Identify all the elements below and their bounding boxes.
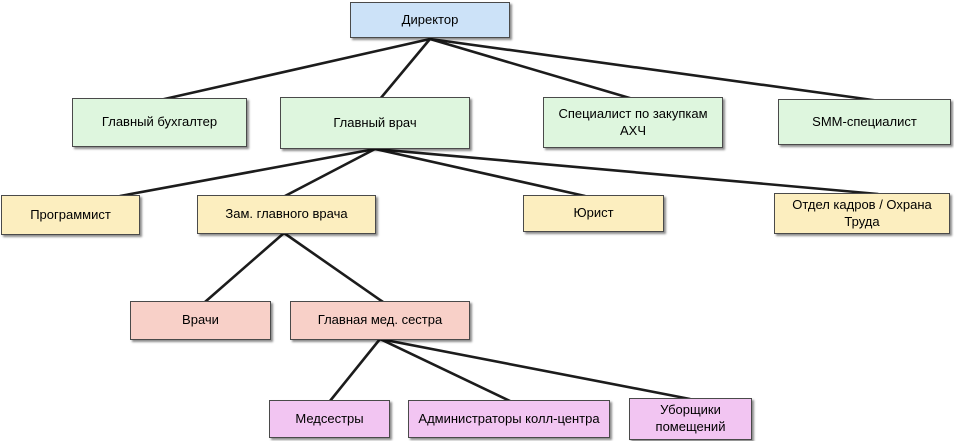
node-head-nurse-label: Главная мед. сестра — [317, 312, 443, 328]
edge-chief-physician-to-deputy — [283, 147, 377, 198]
edge-director-to-chief-physician — [378, 37, 432, 101]
node-smm-specialist-label: SMM-специалист — [812, 113, 917, 129]
edge-director-to-smm-specialist — [428, 37, 882, 103]
edge-head-nurse-to-call-center-administrators — [378, 337, 512, 403]
node-nurses-label: Медсестры — [295, 410, 364, 426]
edge-director-to-chief-accountant — [158, 37, 432, 102]
edge-deputy-to-doctors — [203, 231, 286, 304]
node-programmer-label: Программист — [30, 206, 111, 222]
edge-chief-physician-to-hr-department — [373, 147, 880, 196]
node-deputy-chief-physician: Зам. главного врача — [197, 195, 376, 234]
node-hr-department-label: Отдел кадров / Охрана Труда — [792, 196, 932, 229]
node-head-nurse: Главная мед. сестра — [290, 301, 470, 340]
node-chief-physician-label: Главный врач — [333, 114, 417, 130]
node-lawyer: Юрист — [523, 195, 664, 232]
node-lawyer-label: Юрист — [573, 205, 614, 221]
edge-deputy-to-head-nurse — [282, 231, 385, 304]
edge-director-to-procurement-specialist — [428, 37, 635, 101]
node-procurement-specialist: Специалист по закупкам АХЧ — [543, 97, 723, 148]
node-programmer: Программист — [1, 195, 140, 235]
node-chief-accountant-label: Главный бухгалтер — [101, 114, 218, 130]
node-call-center-administrators-label: Администраторы колл-центра — [418, 410, 600, 426]
node-cleaners: Уборщики помещений — [629, 398, 752, 440]
node-director-label: Директор — [401, 11, 459, 27]
node-nurses: Медсестры — [269, 400, 390, 438]
node-call-center-administrators: Администраторы колл-центра — [408, 400, 610, 438]
node-cleaners-label: Уборщики помещений — [655, 402, 726, 434]
node-procurement-specialist-label: Специалист по закупкам АХЧ — [558, 105, 708, 138]
node-doctors-label: Врачи — [182, 312, 219, 328]
edge-chief-physician-to-programmer — [118, 147, 377, 198]
node-hr-department: Отдел кадров / Охрана Труда — [774, 193, 950, 234]
node-deputy-chief-physician-label: Зам. главного врача — [225, 206, 348, 222]
node-doctors: Врачи — [130, 301, 271, 340]
node-chief-accountant: Главный бухгалтер — [72, 98, 247, 147]
edge-chief-physician-to-lawyer — [373, 147, 587, 198]
node-smm-specialist: SMM-специалист — [778, 99, 951, 145]
node-chief-physician: Главный врач — [280, 97, 470, 149]
edge-head-nurse-to-cleaners — [378, 337, 692, 401]
node-director: Директор — [350, 2, 510, 38]
edge-head-nurse-to-nurses — [328, 337, 382, 403]
